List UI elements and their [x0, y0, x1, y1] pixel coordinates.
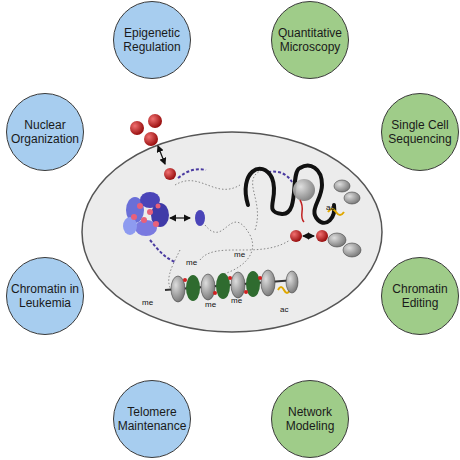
- modification-label: me: [142, 298, 153, 307]
- rna-strand: [300, 200, 304, 222]
- topic-circle: Chromatin in Leukemia: [6, 257, 84, 335]
- text-group: Chromatin Editing: [385, 282, 455, 310]
- topic-label: Chromatin Editing: [385, 282, 455, 310]
- topic-circle: Single Cell Sequencing: [381, 93, 459, 171]
- topic-label: Nuclear Organization: [10, 118, 80, 146]
- cohesin-ring: [293, 179, 315, 201]
- modification-label: me: [234, 250, 245, 259]
- topic-circle: Telomere Maintenance: [113, 380, 191, 458]
- topic-label: Network Modeling: [275, 405, 345, 433]
- topic-circle: Network Modeling: [271, 380, 349, 458]
- topic-circle: Nuclear Organization: [6, 93, 84, 171]
- topic-label: Epigenetic Regulation: [117, 26, 187, 54]
- topic-label: Single Cell Sequencing: [385, 118, 455, 146]
- topic-circle: Quantitative Microscopy: [271, 1, 349, 79]
- text-group: Nuclear Organization: [10, 118, 80, 146]
- text-group: Telomere Maintenance: [117, 405, 187, 433]
- dashed-strands: [150, 169, 292, 262]
- modification-label: ac: [326, 203, 334, 212]
- protein-cluster: [123, 192, 205, 236]
- exchange-arrow: [303, 235, 314, 236]
- modification-label: ac: [280, 305, 288, 314]
- text-group: Single Cell Sequencing: [385, 118, 455, 146]
- modification-label: me: [205, 300, 216, 309]
- chromatin-fiber: [246, 166, 335, 223]
- nucleus-ellipse: [82, 132, 382, 332]
- text-group: Quantitative Microscopy: [275, 26, 345, 54]
- exchange-arrow: [158, 146, 165, 164]
- topic-label: Quantitative Microscopy: [275, 26, 345, 54]
- text-group: Chromatin in Leukemia: [10, 282, 80, 310]
- modification-label: me: [186, 258, 197, 267]
- topic-label: Chromatin in Leukemia: [10, 282, 80, 310]
- text-group: Epigenetic Regulation: [117, 26, 187, 54]
- nucleosomes-right: [290, 180, 361, 257]
- text-group: Network Modeling: [275, 405, 345, 433]
- topic-label: Telomere Maintenance: [117, 405, 187, 433]
- modification-label: me: [231, 296, 242, 305]
- topic-circle: Chromatin Editing: [381, 257, 459, 335]
- exchange-arrow: [170, 217, 190, 218]
- red-spheres: [130, 114, 176, 180]
- topic-circle: Epigenetic Regulation: [113, 1, 191, 79]
